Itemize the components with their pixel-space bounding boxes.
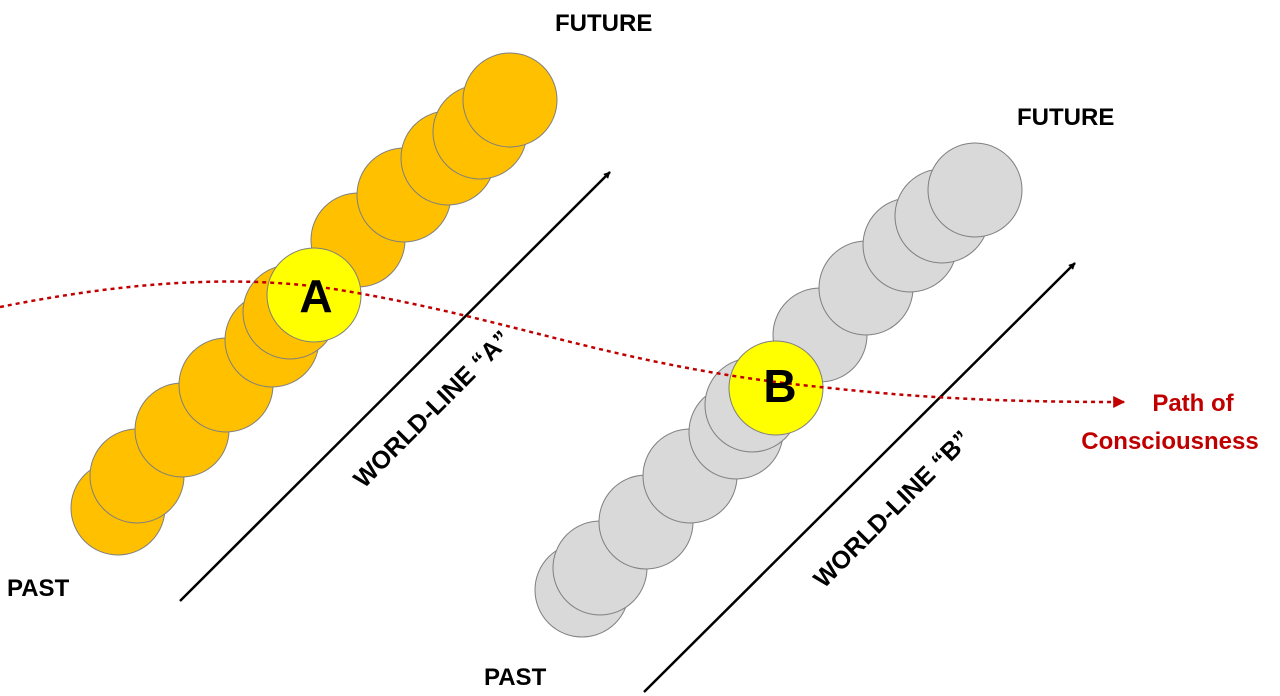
worldline-b-arrow [643,262,1076,693]
moment-a-label: A [299,270,332,322]
path-label-line1: Path of [1152,390,1234,417]
worldline-b-label: WORLD-LINE “B” [808,425,976,593]
moment-a-highlight [266,247,362,343]
past-label-b: PAST [484,664,547,691]
past-label-a: PAST [7,575,70,602]
worldline-b-circles [534,142,1023,638]
future-label-b: FUTURE [1017,104,1114,131]
worldline-a-circle [462,52,558,148]
path-of-consciousness-curve [0,280,1126,408]
worldline-b-circle [927,142,1023,238]
worldline-a-arrow [179,171,611,602]
path-label-line2: Consciousness [1081,428,1258,455]
future-label-a: FUTURE [555,10,652,37]
moment-b-label: B [763,360,796,412]
worldline-a-circles [70,52,558,556]
